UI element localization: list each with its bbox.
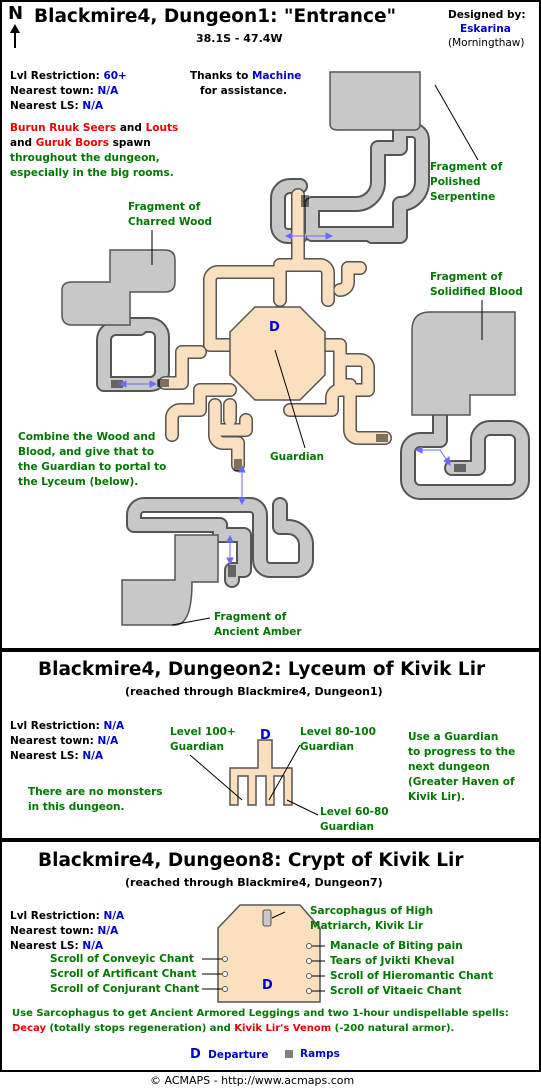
lyceum-map — [189, 739, 319, 816]
entrance-coords: 38.1S - 47.4W — [196, 32, 283, 45]
guardian-80-1: Level 80-100 — [300, 726, 376, 738]
label-charred-1: Fragment of — [128, 201, 201, 213]
right-item-2: Tears of Jvikti Kheval — [330, 955, 455, 967]
left-item-2: Scroll of Artificant Chant — [50, 968, 197, 980]
section-lyceum — [0, 650, 541, 840]
lyceum-subtitle: (reached through Blackmire4, Dungeon1) — [125, 685, 383, 698]
label-serpentine-2: Polished — [430, 176, 481, 188]
section-entrance — [0, 0, 541, 650]
crypt-note-1: Use Sarcophagus to get Ancient Armored L… — [12, 1008, 509, 1019]
crypt-map — [202, 904, 325, 1003]
designer-label: Designed by: — [448, 9, 526, 21]
use-guardian-5: Kivik Lir). — [408, 791, 466, 803]
label-amber-1: Fragment of — [214, 611, 287, 623]
room-solidified-blood — [411, 311, 516, 416]
legend-ramp-icon — [285, 1050, 293, 1058]
label-serpentine-1: Fragment of — [430, 161, 503, 173]
crypt-ls: Nearest LS: N/A — [10, 940, 104, 952]
no-monsters-1: There are no monsters — [28, 786, 163, 798]
guardian-100-2: Guardian — [170, 741, 225, 753]
entrance-town: Nearest town: N/A — [10, 85, 119, 97]
sarcophagus-1: Sarcophagus of High — [310, 905, 434, 917]
combine-3: the Guardian to portal to — [18, 461, 167, 473]
right-item-4: Scroll of Vitaeic Chant — [330, 985, 462, 997]
room-charred-wood — [61, 249, 176, 326]
hub-room — [229, 306, 326, 401]
left-item-1: Scroll of Conveyic Chant — [50, 953, 194, 965]
label-serpentine-3: Serpentine — [430, 191, 496, 203]
crypt-note-2: Decay (totally stops regeneration) and K… — [12, 1023, 455, 1034]
guardian-100-1: Level 100+ — [170, 726, 236, 738]
use-guardian-1: Use a Guardian — [408, 731, 499, 743]
section-crypt — [0, 840, 541, 1072]
designer-server: (Morningthaw) — [448, 37, 525, 49]
label-charred-2: Charred Wood — [128, 216, 213, 228]
label-guardian: Guardian — [270, 451, 325, 463]
crypt-town: Nearest town: N/A — [10, 925, 119, 937]
guardian-60-2: Guardian — [320, 821, 375, 833]
right-item-1: Manacle of Biting pain — [330, 940, 463, 952]
crypt-title: Blackmire4, Dungeon8: Crypt of Kivik Lir — [38, 850, 464, 871]
right-item-3: Scroll of Hieromantic Chant — [330, 970, 494, 982]
room-serpentine — [329, 71, 421, 131]
thanks-line-2: for assistance. — [200, 85, 287, 97]
label-blood-1: Fragment of — [430, 271, 503, 283]
lyceum-departure: D — [260, 728, 271, 743]
lyceum-ls: Nearest LS: N/A — [10, 750, 104, 762]
designer-name[interactable]: Eskarina — [460, 23, 511, 35]
guardian-60-1: Level 60-80 — [320, 806, 389, 818]
left-item-3: Scroll of Conjurant Chant — [50, 983, 200, 995]
spawn-line-2: and Guruk Boors spawn — [10, 137, 151, 149]
leader-lines — [151, 84, 483, 626]
spawn-line-3: throughout the dungeon, — [10, 152, 160, 164]
sarcophagus-2: Matriarch, Kivik Lir — [310, 920, 424, 932]
entrance-lvl: Lvl Restriction: 60+ — [10, 70, 127, 82]
room-ancient-amber — [121, 534, 219, 626]
legend-departure: D Departure — [190, 1047, 269, 1062]
lyceum-title: Blackmire4, Dungeon2: Lyceum of Kivik Li… — [38, 659, 486, 680]
footer-copyright[interactable]: © ACMAPS - http://www.acmaps.com — [150, 1074, 355, 1087]
departure-marker: D — [269, 320, 280, 335]
portal-arrows — [118, 232, 451, 566]
guardian-80-2: Guardian — [300, 741, 355, 753]
legend-ramps: Ramps — [300, 1048, 340, 1060]
north-arrow-icon — [10, 24, 20, 48]
thanks-line: Thanks to Machine — [190, 70, 302, 82]
label-blood-2: Solidified Blood — [430, 286, 523, 298]
entrance-title: Blackmire4, Dungeon1: "Entrance" — [34, 6, 397, 27]
no-monsters-2: in this dungeon. — [28, 801, 125, 813]
entrance-ls: Nearest LS: N/A — [10, 100, 104, 112]
lyceum-town: Nearest town: N/A — [10, 735, 119, 747]
use-guardian-4: (Greater Haven of — [408, 776, 515, 788]
combine-1: Combine the Wood and — [18, 431, 156, 443]
crypt-departure: D — [262, 978, 273, 993]
use-guardian-3: next dungeon — [408, 761, 490, 773]
lyceum-lvl: Lvl Restriction: N/A — [10, 720, 125, 732]
spawn-line-1: Burun Ruuk Seers and Louts — [10, 122, 179, 134]
spawn-line-4: especially in the big rooms. — [10, 167, 174, 179]
combine-2: Blood, and give that to — [18, 446, 155, 458]
crypt-lvl: Lvl Restriction: N/A — [10, 910, 125, 922]
label-amber-2: Ancient Amber — [214, 626, 302, 638]
compass-letter: N — [8, 3, 24, 24]
combine-4: the Lyceum (below). — [18, 476, 139, 488]
crypt-subtitle: (reached through Blackmire4, Dungeon7) — [125, 876, 383, 889]
use-guardian-2: to progress to the — [408, 746, 516, 758]
